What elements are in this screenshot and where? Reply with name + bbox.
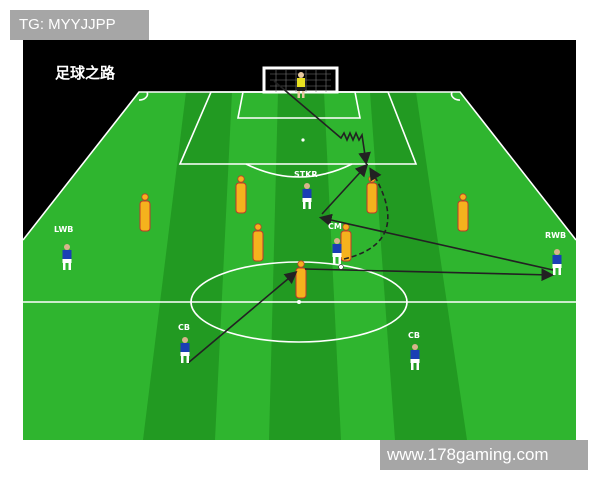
players	[62, 183, 562, 370]
mannequin	[139, 193, 151, 232]
run-arrow-dashed	[343, 167, 389, 260]
mannequin	[252, 223, 264, 262]
diagram-title: 足球之路	[55, 64, 116, 82]
label-stkr: STKR	[294, 170, 318, 179]
pitch-svg: STKR LWB CM RWB CB CB 足球之路	[23, 40, 576, 440]
pass-arrow	[321, 163, 369, 215]
label-cm: CM	[328, 222, 342, 231]
player-cb-left	[180, 337, 190, 363]
run-arrow	[273, 80, 371, 166]
centre-spot	[297, 300, 301, 304]
label-cb-left: CB	[178, 323, 190, 332]
player-cb-right	[410, 344, 420, 370]
label-lwb: LWB	[54, 225, 73, 234]
mannequins	[139, 175, 469, 299]
goalkeeper	[297, 72, 305, 98]
arrows	[187, 80, 555, 364]
player-lwb	[62, 244, 72, 270]
player-cm	[332, 238, 342, 264]
pass-arrow	[318, 213, 554, 271]
label-rwb: RWB	[545, 231, 566, 240]
mannequin	[340, 223, 352, 262]
mannequin	[457, 193, 469, 232]
pass-arrow	[187, 270, 298, 364]
player-stkr	[302, 183, 312, 209]
label-cb-right: CB	[408, 331, 420, 340]
site-watermark: www.178gaming.com	[380, 440, 588, 470]
penalty-spot	[301, 138, 305, 142]
tactics-diagram: STKR LWB CM RWB CB CB 足球之路	[23, 40, 576, 440]
pass-arrow	[304, 268, 555, 282]
channel-tag: TG: MYYJJPP	[10, 10, 149, 40]
ball	[338, 264, 344, 270]
mannequin	[235, 175, 247, 214]
player-rwb	[552, 249, 562, 275]
